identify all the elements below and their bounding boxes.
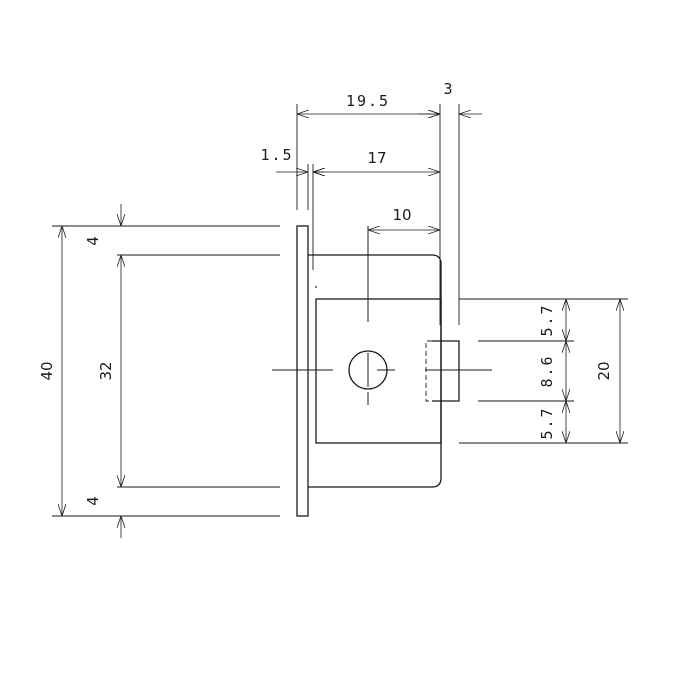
dim-40: 40 — [38, 361, 56, 380]
part-outline — [296, 225, 460, 517]
dim-17: 17 — [367, 149, 386, 167]
dim-3: 3 — [443, 80, 454, 98]
dimension-labels: 19.5 3 1.5 17 10 40 4 32 4 5.7 8.6 5.7 2… — [38, 80, 613, 506]
dim-5-7-bottom: 5.7 — [538, 406, 556, 439]
dim-19-5: 19.5 — [346, 92, 390, 110]
reference-dot — [315, 286, 317, 288]
dim-1-5: 1.5 — [260, 146, 293, 164]
dim-10: 10 — [392, 206, 411, 224]
body-outline — [308, 254, 442, 488]
center-lines — [272, 226, 492, 405]
dim-4-bottom: 4 — [84, 496, 102, 506]
slot-hidden-edge — [425, 340, 432, 402]
slot-solid-edge — [432, 340, 460, 402]
inner-recess — [315, 298, 442, 444]
dimension-lines — [62, 114, 620, 538]
flange-plate — [296, 225, 309, 517]
dim-4-top: 4 — [84, 236, 102, 246]
dim-32: 32 — [97, 361, 115, 380]
extension-lines — [52, 104, 628, 517]
dim-20: 20 — [595, 361, 613, 380]
dim-5-7-top: 5.7 — [538, 303, 556, 336]
dim-8-6: 8.6 — [538, 354, 556, 387]
